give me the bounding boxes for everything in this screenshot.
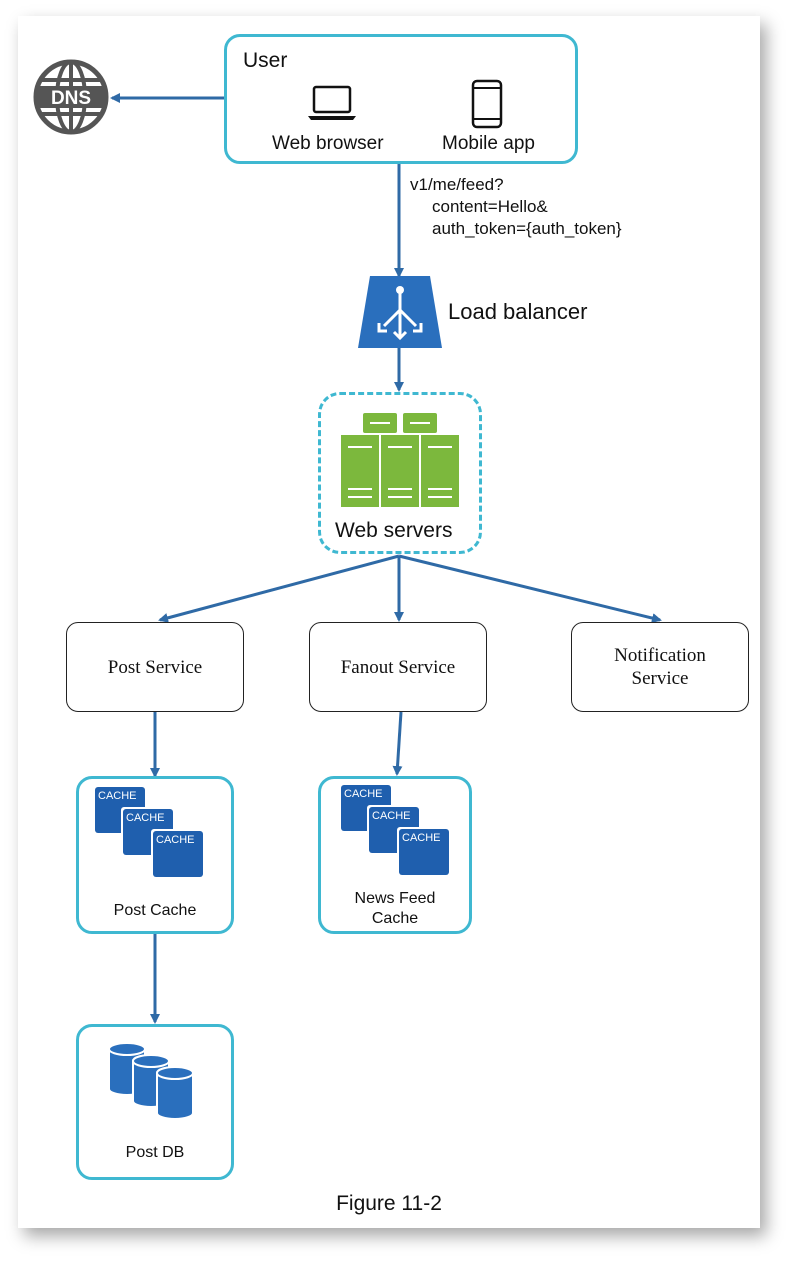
load-balancer-icon [358, 276, 442, 348]
server-rack-icon [341, 413, 459, 507]
notification-service-label-2: Service [631, 668, 689, 689]
cache-tile-3 [153, 831, 203, 877]
post-service-box: Post Service [66, 622, 244, 712]
user-title: User [243, 49, 288, 72]
news-feed-cache-label-1: News Feed [354, 890, 436, 907]
dns-label: DNS [51, 88, 91, 109]
news-feed-cache-box: CACHE CACHE CACHE News Feed Cache [318, 776, 472, 934]
post-cache-box: CACHE CACHE CACHE Post Cache [76, 776, 234, 934]
arrow-ws-to-notification [398, 554, 662, 623]
database-icon [108, 1042, 194, 1120]
fanout-service-box: Fanout Service [309, 622, 487, 712]
nf-cache-tag-1: CACHE [344, 788, 383, 800]
post-db-box: Post DB [76, 1024, 234, 1180]
arrow-ws-to-post [158, 554, 400, 623]
notification-service-box: Notification Service [571, 622, 749, 712]
user-box: User Web browser Mobile app [224, 34, 578, 164]
dns-globe-icon: DNS [33, 59, 109, 135]
laptop-icon [308, 85, 356, 120]
fanout-service-label: Fanout Service [340, 656, 456, 678]
nf-cache-tile-3 [399, 829, 449, 875]
diagram-page: DNS User Web browser Mobile app v1/me/fe… [18, 16, 760, 1228]
request-line-2: content=Hello& [432, 197, 548, 216]
post-db-label: Post DB [125, 1144, 185, 1161]
web-browser-label: Web browser [272, 133, 384, 154]
post-cache-label: Post Cache [113, 902, 197, 919]
notification-service-label-1: Notification [614, 645, 706, 666]
cache-tag-2: CACHE [126, 812, 165, 824]
dns-node: DNS [32, 58, 110, 136]
request-line-3: auth_token={auth_token} [432, 219, 622, 238]
news-feed-cache-icon: CACHE CACHE CACHE [341, 785, 471, 885]
post-service-label: Post Service [107, 656, 203, 678]
mobile-phone-icon [471, 79, 503, 129]
web-servers-box: Web servers [318, 392, 482, 554]
nf-cache-tag-3: CACHE [402, 832, 441, 844]
cache-tag-1: CACHE [98, 790, 137, 802]
figure-caption: Figure 11-2 [336, 1192, 442, 1215]
post-cache-icon: CACHE CACHE CACHE [95, 787, 225, 887]
news-feed-cache-label: News Feed Cache [321, 889, 469, 929]
request-url: v1/me/feed? content=Hello& auth_token={a… [410, 174, 622, 240]
connectors [110, 93, 662, 1024]
news-feed-cache-label-2: Cache [371, 910, 419, 927]
load-balancer-label: Load balancer [448, 299, 588, 324]
request-line-1: v1/me/feed? [410, 175, 504, 194]
mobile-app-label: Mobile app [442, 133, 535, 154]
web-servers-label: Web servers [335, 519, 453, 542]
cache-tag-3: CACHE [156, 834, 195, 846]
arrow-fanout-to-newsfeed [392, 711, 403, 776]
nf-cache-tag-2: CACHE [372, 810, 411, 822]
